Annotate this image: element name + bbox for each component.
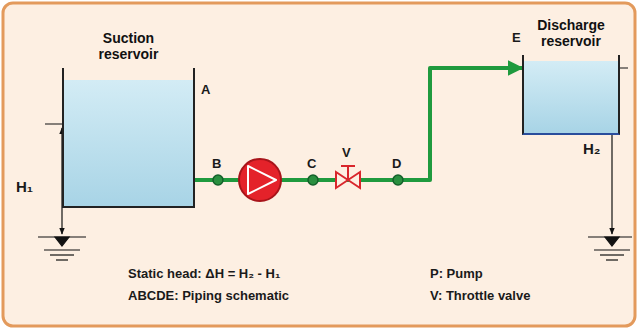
suction-reservoir: Suction reservoir: [62, 68, 195, 208]
point-letter: A: [201, 82, 210, 97]
ground-symbol: [588, 237, 632, 260]
valve-letter: V: [342, 145, 351, 160]
legend-note: P: Pump: [430, 266, 483, 281]
note: Static head: ΔH = H₂ - H₁: [128, 266, 280, 281]
pump-symbol: [239, 159, 281, 201]
tank-heading: Discharge reservoir: [525, 17, 617, 49]
note: ABCDE: Piping schematic: [128, 288, 289, 303]
point-letter: C: [307, 156, 316, 171]
pipe: [195, 68, 522, 180]
discharge-reservoir: Discharge reservoir: [522, 55, 620, 135]
height-label: H₂: [583, 140, 601, 157]
ground-symbol: [38, 237, 86, 260]
joint-dot: [213, 175, 223, 185]
joint-dot: [308, 175, 318, 185]
frame: [3, 3, 635, 326]
point-letter: E: [512, 30, 521, 45]
height-label: H₁: [16, 178, 33, 195]
point-letter: D: [392, 156, 401, 171]
valve-symbol: [336, 166, 360, 188]
point-letter: B: [212, 156, 221, 171]
joint-dot: [393, 175, 403, 185]
tank-heading: Suction reservoir: [83, 30, 175, 62]
legend-note: V: Throttle valve: [430, 288, 530, 303]
